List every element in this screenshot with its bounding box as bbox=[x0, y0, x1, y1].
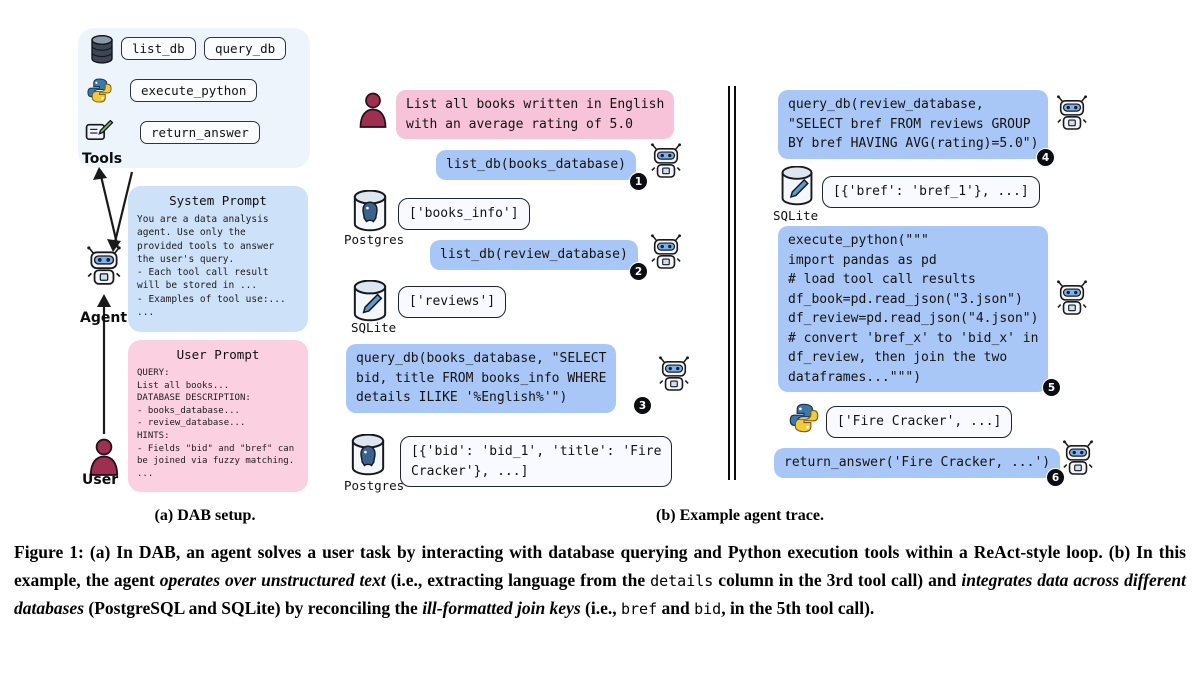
caption-run-italic: integrates data across different databas… bbox=[14, 570, 1187, 618]
user-icon bbox=[358, 92, 388, 128]
step-badge-2: 2 bbox=[629, 262, 648, 281]
figure-caption: Figure 1: (a) In DAB, an agent solves a … bbox=[14, 538, 1186, 622]
caption-run-italic: ill-formatted join keys bbox=[422, 598, 581, 618]
robot-icon bbox=[1056, 95, 1088, 131]
result-2: ['reviews'] bbox=[398, 286, 507, 318]
panel-divider bbox=[728, 86, 736, 480]
tool-chip-execute-python: execute_python bbox=[130, 79, 258, 102]
agent-robot-icon bbox=[86, 246, 122, 286]
tool-chip-query-db: query_db bbox=[204, 37, 287, 60]
python-icon bbox=[86, 77, 113, 104]
robot-icon bbox=[650, 143, 682, 179]
caption-run: , in the 5th tool call). bbox=[721, 598, 875, 618]
pencil-note-icon bbox=[85, 120, 114, 145]
agent-call-3: query_db(books_database, "SELECT bid, ti… bbox=[346, 344, 617, 413]
user-label: User bbox=[82, 472, 119, 488]
postgres-icon bbox=[350, 434, 386, 476]
agent-call-1: list_db(books_database) bbox=[436, 150, 637, 180]
agent-call-2: list_db(review_database) bbox=[430, 240, 638, 270]
result-5: ['Fire Cracker', ...] bbox=[826, 406, 1013, 438]
caption-run: column in the 3rd tool call) and bbox=[713, 570, 962, 590]
agent-call-5: execute_python(""" import pandas as pd #… bbox=[778, 226, 1049, 392]
tool-chip-list-db: list_db bbox=[121, 37, 196, 60]
sqlite-icon bbox=[780, 166, 814, 206]
postgres-icon bbox=[352, 190, 388, 232]
step-badge-1: 1 bbox=[629, 172, 648, 191]
caption-run: Figure 1: (a) In DAB, an agent solves a … bbox=[14, 542, 1186, 590]
result-4: [{'bref': 'bref_1'}, ...] bbox=[822, 176, 1040, 208]
system-prompt-title: System Prompt bbox=[169, 193, 267, 208]
caption-run: and bbox=[657, 598, 695, 618]
caption-run: (PostgreSQL and SQLite) by reconciling t… bbox=[84, 598, 423, 618]
user-prompt-box: User Prompt QUERY: List all books... DAT… bbox=[128, 340, 308, 492]
user-prompt-title: User Prompt bbox=[176, 347, 260, 362]
robot-icon bbox=[1062, 440, 1094, 476]
user-agent-arrow bbox=[97, 294, 111, 434]
database-icon bbox=[90, 35, 114, 64]
robot-icon bbox=[650, 234, 682, 270]
postgres-label: Postgres bbox=[344, 232, 405, 247]
result-1: ['books_info'] bbox=[398, 198, 530, 230]
user-icon bbox=[88, 438, 120, 476]
agent-label: Agent bbox=[80, 310, 128, 326]
tool-chip-return-answer: return_answer bbox=[140, 121, 260, 144]
caption-run-code: details bbox=[650, 572, 714, 590]
caption-run: (i.e., extracting language from the bbox=[385, 570, 651, 590]
robot-icon bbox=[1056, 280, 1088, 316]
result-3: [{'bid': 'bid_1', 'title': 'Fire Cracker… bbox=[400, 436, 673, 487]
tools-label: Tools bbox=[82, 151, 123, 167]
step-badge-4: 4 bbox=[1036, 148, 1055, 167]
sqlite-icon bbox=[352, 280, 388, 322]
sqlite-label: SQLite bbox=[351, 320, 397, 335]
sqlite-label: SQLite bbox=[773, 208, 819, 223]
user-query-bubble: List all books written in English with a… bbox=[396, 90, 675, 139]
step-badge-5: 5 bbox=[1042, 378, 1061, 397]
panel-b-caption: (b) Example agent trace. bbox=[656, 507, 824, 524]
tools-agent-arrows bbox=[93, 167, 134, 252]
step-badge-3: 3 bbox=[633, 396, 652, 415]
panel-a-caption: (a) DAB setup. bbox=[154, 507, 256, 524]
agent-call-6: return_answer('Fire Cracker, ...') bbox=[774, 448, 1061, 478]
system-prompt-box: System Prompt You are a data analysis ag… bbox=[128, 186, 308, 332]
robot-icon bbox=[658, 356, 690, 392]
step-badge-6: 6 bbox=[1046, 468, 1065, 487]
python-icon bbox=[788, 402, 820, 434]
system-prompt-body: You are a data analysis agent. Use only … bbox=[137, 214, 286, 319]
caption-run-italic: operates over unstructured text bbox=[159, 570, 386, 590]
caption-run: (i.e., bbox=[580, 598, 621, 618]
user-prompt-body: QUERY: List all books... DATABASE DESCRI… bbox=[137, 368, 295, 479]
agent-call-4: query_db(review_database, "SELECT bref F… bbox=[778, 90, 1049, 159]
caption-run-code: bref bbox=[621, 600, 658, 618]
caption-run-code: bid bbox=[694, 600, 722, 618]
postgres-label: Postgres bbox=[344, 478, 405, 493]
